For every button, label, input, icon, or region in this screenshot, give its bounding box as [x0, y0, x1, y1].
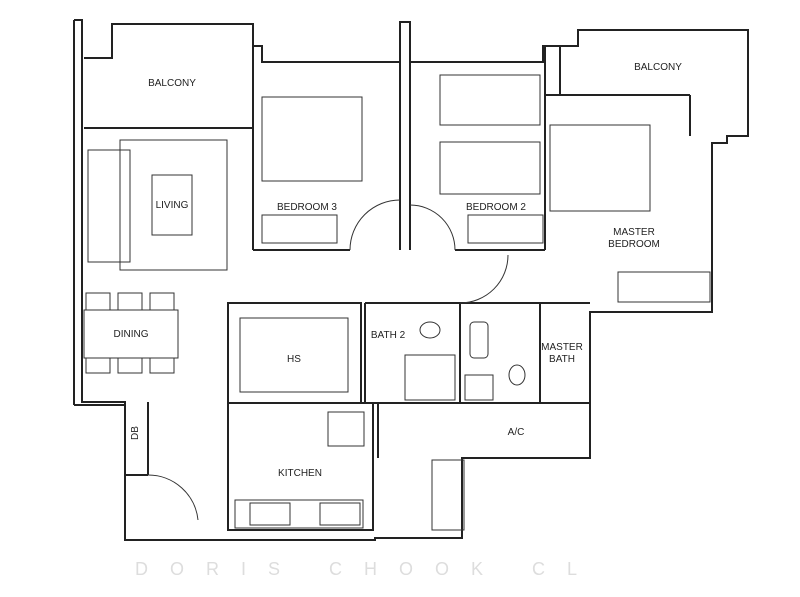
label-ac: A/C — [508, 427, 525, 438]
label-bath-2: BATH 2 — [371, 330, 406, 341]
label-living: LIVING — [156, 200, 189, 211]
label-db: DB — [130, 426, 141, 440]
label-dining: DINING — [114, 329, 149, 340]
furniture — [83, 74, 711, 531]
outer-walls — [73, 19, 749, 541]
interior-walls — [84, 46, 691, 531]
label-balcony-right: BALCONY — [634, 62, 682, 73]
label-master-bath-2: BATH — [549, 354, 575, 365]
label-master-bath-1: MASTER — [541, 342, 583, 353]
label-bedroom-2: BEDROOM 2 — [466, 202, 526, 213]
label-master-bedroom-1: MASTER — [613, 227, 655, 238]
label-master-bedroom-2: BEDROOM — [608, 239, 660, 250]
room-labels: BALCONY BALCONY LIVING BEDROOM 3 BEDROOM… — [114, 62, 683, 479]
label-bedroom-3: BEDROOM 3 — [277, 202, 337, 213]
label-hs: HS — [287, 354, 301, 365]
label-balcony-left: BALCONY — [148, 78, 196, 89]
watermark: DORIS CHOOK CL — [135, 559, 599, 579]
label-kitchen: KITCHEN — [278, 468, 322, 479]
